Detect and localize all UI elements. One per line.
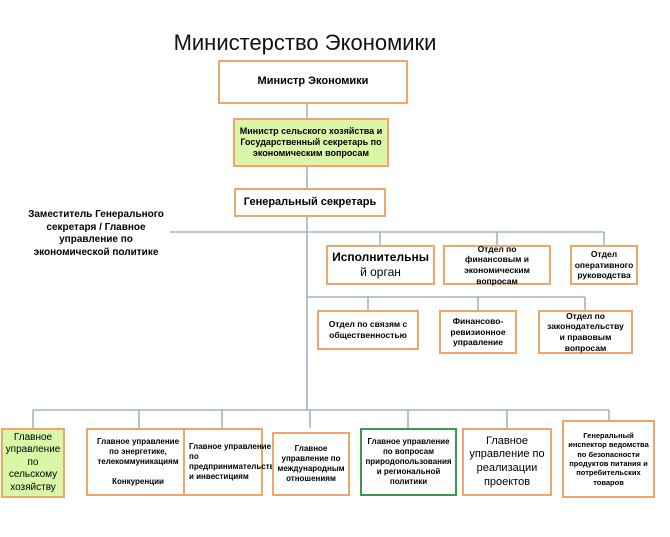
financial-audit-box: Финансово-ревизионное управление <box>439 310 517 354</box>
public-relations-box: Отдел по связям с общественностью <box>317 310 419 350</box>
deputy-label: Заместитель Генерального секретаря / Гла… <box>28 209 164 258</box>
international-label: Главное управление по международным отно… <box>277 444 345 483</box>
inspector-box: Генеральный инспектор ведомства по безоп… <box>562 420 655 498</box>
finance-econ-label: Отдел по финансовым и экономическим вопр… <box>464 243 530 286</box>
agri-minister-box: Министр сельского хозяйства и Государств… <box>233 118 389 167</box>
inspector-label: Генеральный инспектор ведомства по безоп… <box>568 430 649 487</box>
secretary-general-box: Генеральный секретарь <box>234 188 386 217</box>
nature-box: Главное управление по вопросам природопо… <box>360 428 457 496</box>
energy-label-line1: Главное управление по энергетике, телеко… <box>96 437 180 466</box>
financial-audit-label: Финансово-ревизионное управление <box>450 316 506 348</box>
finance-econ-box: Отдел по финансовым и экономическим вопр… <box>443 243 551 286</box>
energy-box: Главное управление по энергетике, телеко… <box>86 428 190 496</box>
minister-label: Министр Экономики <box>257 75 369 88</box>
minister-box: Министр Экономики <box>218 60 408 104</box>
projects-box: Главное управление по реализации проекто… <box>462 428 552 496</box>
diagram-title: Министерство Экономики <box>173 30 437 55</box>
executive-label-line2: й орган <box>360 265 401 279</box>
nature-label: Главное управление по вопросам природопо… <box>365 437 452 486</box>
agri-dept-box: Главное управление по сельскому хозяйств… <box>1 428 65 498</box>
executive-label-line1: Исполнительны <box>332 250 429 264</box>
projects-label: Главное управление по реализации проекто… <box>469 434 545 488</box>
deputy-box: Заместитель Генерального секретаря / Гла… <box>22 204 170 264</box>
agri-minister-label: Министр сельского хозяйства и Государств… <box>239 125 383 159</box>
secretary-general-label: Генеральный секретарь <box>243 195 377 208</box>
international-box: Главное управление по международным отно… <box>272 432 350 496</box>
executive-box: Исполнительны й орган <box>326 245 435 285</box>
business-box: Главное управление по предпринимательств… <box>183 428 279 496</box>
business-label: Главное управление по предпринимательств… <box>189 442 279 481</box>
operational-box: Отдел оперативного руководства <box>570 245 638 285</box>
operational-label: Отдел оперативного руководства <box>574 249 634 281</box>
legal-box: Отдел по законодательству и правовым воп… <box>538 310 633 354</box>
public-relations-label: Отдел по связям с общественностью <box>328 319 408 340</box>
energy-label-line2: Конкуренции <box>112 477 164 486</box>
legal-label: Отдел по законодательству и правовым воп… <box>547 310 624 353</box>
agri-dept-label: Главное управление по сельскому хозяйств… <box>5 431 61 493</box>
